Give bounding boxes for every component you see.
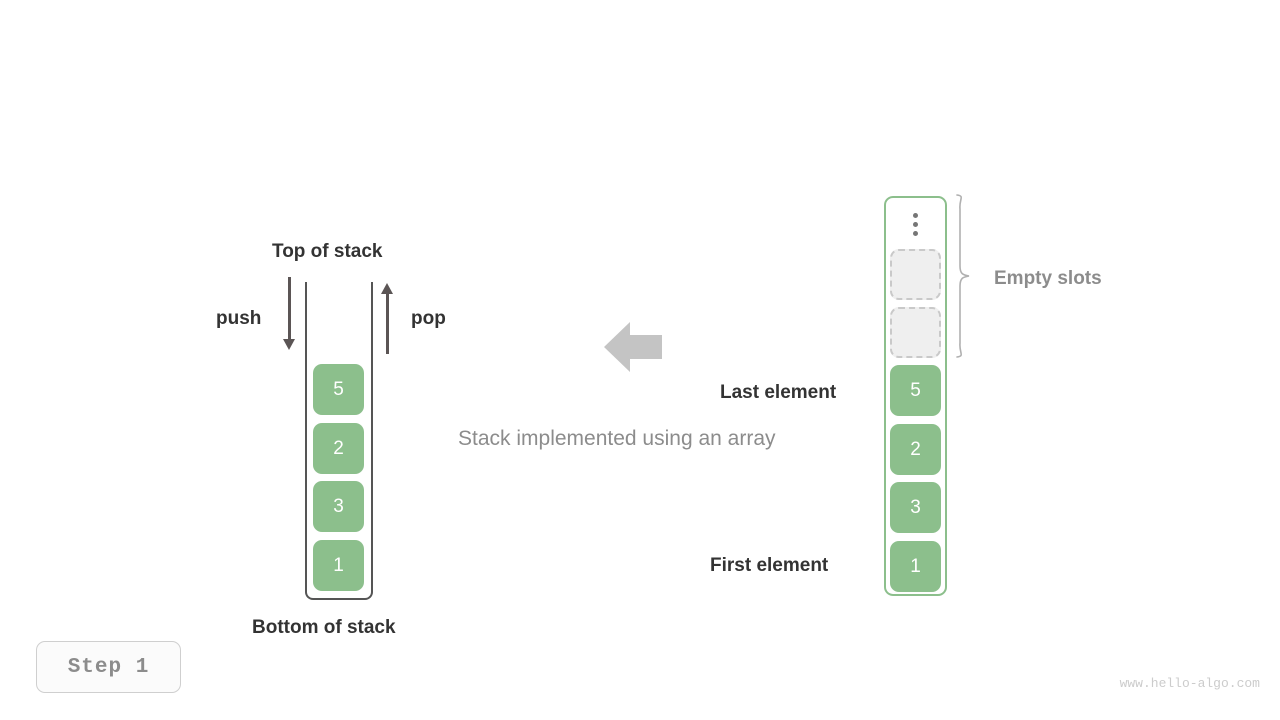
array-element: 2 xyxy=(890,424,941,475)
stack-element: 1 xyxy=(313,540,364,591)
array-element: 3 xyxy=(890,482,941,533)
push-arrow-shaft xyxy=(288,277,291,340)
array-element: 5 xyxy=(890,365,941,416)
watermark: www.hello-algo.com xyxy=(1119,676,1260,691)
stack-element: 5 xyxy=(313,364,364,415)
empty-slots-brace-icon xyxy=(956,194,970,358)
pop-arrow-head-icon xyxy=(381,283,393,294)
diagram-caption: Stack implemented using an array xyxy=(458,427,776,450)
step-badge: Step 1 xyxy=(36,641,181,693)
pop-label: pop xyxy=(411,308,446,329)
push-arrow-head-icon xyxy=(283,339,295,350)
stack-element: 2 xyxy=(313,423,364,474)
array-container: 5 2 3 1 xyxy=(884,196,947,596)
transform-left-arrow-icon xyxy=(604,322,662,372)
empty-slots-label: Empty slots xyxy=(994,268,1102,289)
array-element: 1 xyxy=(890,541,941,592)
array-empty-slot xyxy=(890,249,941,300)
stack-element: 3 xyxy=(313,481,364,532)
bottom-of-stack-label: Bottom of stack xyxy=(252,617,396,638)
last-element-label: Last element xyxy=(720,382,837,403)
array-empty-slot xyxy=(890,307,941,358)
top-of-stack-label: Top of stack xyxy=(272,241,383,262)
stack-container: 5 2 3 1 xyxy=(305,282,373,600)
first-element-label: First element xyxy=(710,555,829,576)
pop-arrow-shaft xyxy=(386,294,389,354)
push-label: push xyxy=(216,308,262,329)
